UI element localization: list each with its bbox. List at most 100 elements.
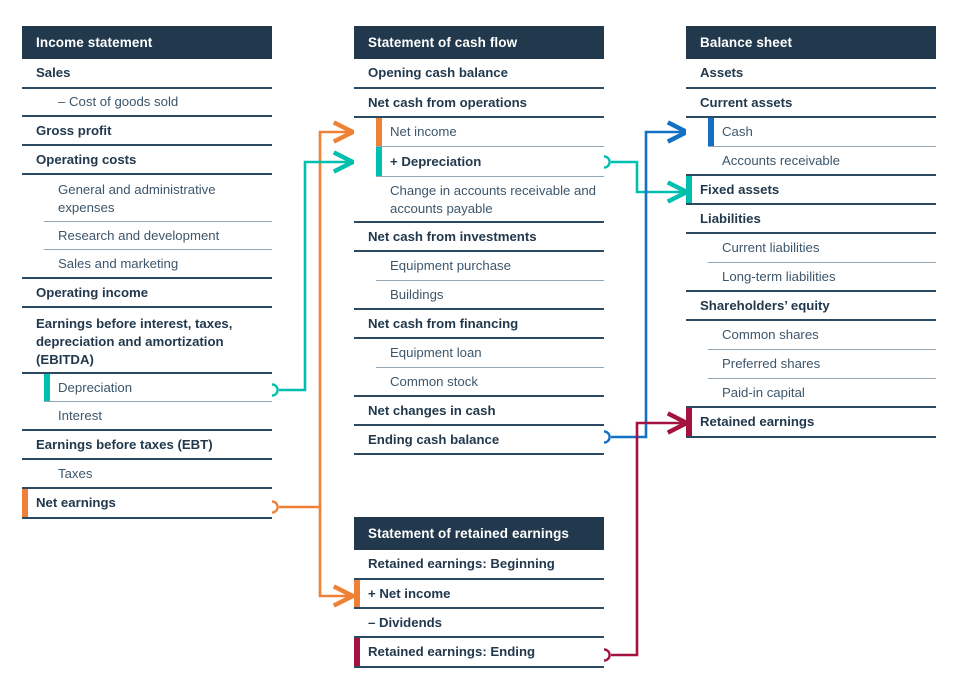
row-common-stock[interactable]: Common stock	[354, 368, 604, 397]
row-opening-cash-balance[interactable]: Opening cash balance	[354, 59, 604, 89]
row-assets[interactable]: Assets	[686, 59, 936, 89]
row-label: Accounts receivable	[722, 152, 841, 168]
rows-balance-sheet: Assets Current assets Cash Accounts rece…	[686, 59, 936, 438]
rows-statement-of-cash-flow: Opening cash balance Net cash from opera…	[354, 59, 604, 455]
row-change-in-accounts-receivable-and-payable[interactable]: Change in accounts receivable and accoun…	[354, 177, 604, 223]
row-minus-dividends[interactable]: – Dividends	[354, 609, 604, 638]
row-retained-earnings-ending[interactable]: Retained earnings: Ending	[354, 638, 604, 668]
row-label: Net changes in cash	[368, 402, 496, 418]
row-label: Shareholders’ equity	[700, 297, 830, 313]
panel-title-balance-sheet: Balance sheet	[686, 26, 936, 59]
accent-bar-teal	[376, 147, 382, 176]
row-plus-net-income[interactable]: + Net income	[354, 580, 604, 609]
row-label: – Cost of goods sold	[58, 94, 179, 109]
row-current-assets[interactable]: Current assets	[686, 89, 936, 118]
row-equipment-loan[interactable]: Equipment loan	[376, 339, 604, 368]
row-label: + Depreciation	[390, 153, 482, 169]
row-plus-depreciation[interactable]: + Depreciation	[376, 147, 604, 177]
row-ebitda[interactable]: Earnings before interest, taxes, depreci…	[22, 308, 272, 374]
row-label: Cash	[722, 124, 753, 139]
row-operating-costs[interactable]: Operating costs	[22, 146, 272, 175]
row-label: Retained earnings: Ending	[368, 644, 536, 659]
row-cash[interactable]: Cash	[708, 118, 936, 147]
accent-bar-teal	[44, 374, 50, 401]
wire-retained-earnings	[611, 423, 686, 657]
row-label: Common shares	[722, 327, 819, 342]
row-fixed-assets[interactable]: Fixed assets	[686, 176, 936, 205]
rows-income-statement: Sales – Cost of goods sold Gross profit …	[22, 59, 272, 519]
row-long-term-liabilities[interactable]: Long-term liabilities	[686, 263, 936, 292]
row-research-and-development[interactable]: Research and development	[44, 222, 272, 250]
row-general-and-administrative-expenses[interactable]: General and administrative expenses	[44, 175, 272, 222]
row-label: Depreciation	[58, 379, 133, 395]
row-taxes[interactable]: Taxes	[22, 460, 272, 489]
row-sales-and-marketing[interactable]: Sales and marketing	[22, 250, 272, 279]
row-operating-income[interactable]: Operating income	[22, 279, 272, 308]
rows-statement-of-retained-earnings: Retained earnings: Beginning + Net incom…	[354, 550, 604, 668]
row-label: Net cash from investments	[368, 228, 537, 244]
row-accounts-receivable[interactable]: Accounts receivable	[686, 147, 936, 176]
row-net-income[interactable]: Net income	[376, 118, 604, 147]
row-label: Long-term liabilities	[722, 268, 836, 284]
accent-bar-crimson	[686, 408, 692, 436]
row-label: Paid-in capital	[722, 384, 805, 400]
row-gross-profit[interactable]: Gross profit	[22, 117, 272, 146]
row-label: Equipment purchase	[390, 258, 511, 273]
panel-title-income-statement: Income statement	[22, 26, 272, 59]
row-sales[interactable]: Sales	[22, 59, 272, 89]
row-label: Earnings before taxes (EBT)	[36, 436, 213, 452]
row-label: Net earnings	[36, 495, 116, 510]
panel-statement-of-cash-flow: Statement of cash flow Opening cash bala…	[354, 26, 604, 455]
row-label: Earnings before interest, taxes, depreci…	[36, 316, 233, 367]
row-preferred-shares[interactable]: Preferred shares	[708, 350, 936, 379]
row-label: Retained earnings: Beginning	[368, 556, 555, 571]
row-retained-earnings-beginning[interactable]: Retained earnings: Beginning	[354, 550, 604, 580]
row-depreciation[interactable]: Depreciation	[44, 374, 272, 402]
row-retained-earnings[interactable]: Retained earnings	[686, 408, 936, 438]
row-label: Ending cash balance	[368, 431, 500, 447]
row-net-cash-from-operations[interactable]: Net cash from operations	[354, 89, 604, 118]
row-net-earnings[interactable]: Net earnings	[22, 489, 272, 519]
wire-plus-depreciation	[611, 160, 686, 192]
row-label: Net cash from financing	[368, 315, 519, 331]
row-label: Net cash from operations	[368, 94, 528, 110]
row-shareholders-equity[interactable]: Shareholders’ equity	[686, 292, 936, 321]
row-label: Opening cash balance	[368, 65, 508, 80]
row-equipment-purchase[interactable]: Equipment purchase	[376, 252, 604, 281]
row-buildings[interactable]: Buildings	[354, 281, 604, 310]
row-net-changes-in-cash[interactable]: Net changes in cash	[354, 397, 604, 426]
row-label: Change in accounts receivable and accoun…	[390, 183, 597, 216]
row-label: Preferred shares	[722, 356, 821, 371]
row-label: Fixed assets	[700, 181, 780, 197]
panel-income-statement: Income statement Sales – Cost of goods s…	[22, 26, 272, 519]
row-earnings-before-taxes[interactable]: Earnings before taxes (EBT)	[22, 431, 272, 460]
row-label: Operating costs	[36, 151, 137, 167]
row-liabilities[interactable]: Liabilities	[686, 205, 936, 234]
row-label: Current assets	[700, 94, 793, 110]
panel-statement-of-retained-earnings: Statement of retained earnings Retained …	[354, 517, 604, 668]
row-label: Equipment loan	[390, 345, 482, 360]
panel-title-statement-of-retained-earnings: Statement of retained earnings	[354, 517, 604, 550]
row-ending-cash-balance[interactable]: Ending cash balance	[354, 426, 604, 455]
row-paid-in-capital[interactable]: Paid-in capital	[686, 379, 936, 408]
row-label: + Net income	[368, 585, 451, 601]
row-label: Retained earnings	[700, 414, 815, 429]
row-net-cash-from-financing[interactable]: Net cash from financing	[354, 310, 604, 339]
row-label: Common stock	[390, 373, 478, 389]
accent-bar-teal	[686, 176, 692, 203]
row-label: Taxes	[58, 465, 93, 481]
row-label: Interest	[58, 407, 102, 423]
row-label: Sales	[36, 65, 71, 80]
row-label: Research and development	[58, 227, 220, 243]
row-interest[interactable]: Interest	[22, 402, 272, 431]
row-label: Buildings	[390, 286, 444, 302]
row-label: Sales and marketing	[58, 255, 179, 271]
row-cost-of-goods-sold[interactable]: – Cost of goods sold	[22, 89, 272, 117]
row-common-shares[interactable]: Common shares	[708, 321, 936, 350]
row-label: Net income	[390, 124, 457, 139]
accent-bar-orange	[354, 580, 360, 607]
row-net-cash-from-investments[interactable]: Net cash from investments	[354, 223, 604, 252]
row-label: Operating income	[36, 284, 149, 300]
row-current-liabilities[interactable]: Current liabilities	[708, 234, 936, 263]
